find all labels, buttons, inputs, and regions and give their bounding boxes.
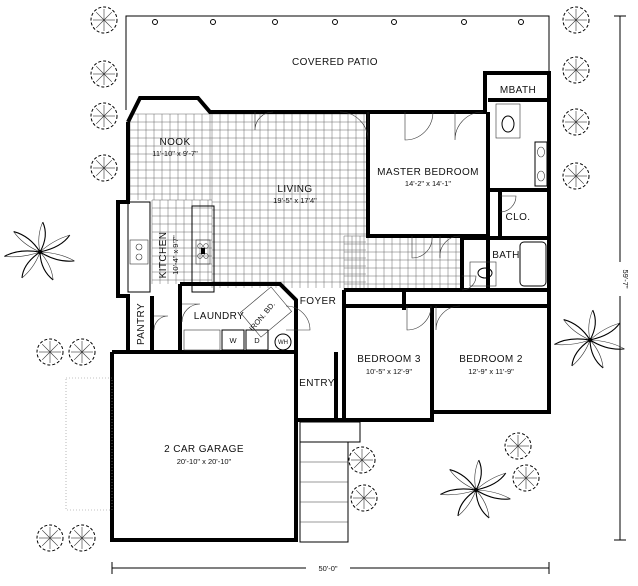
dim-total-depth: 59'-7"	[621, 269, 630, 288]
label-pantry: PANTRY	[136, 303, 147, 345]
kitchen-fixtures	[127, 201, 215, 293]
dim-bedroom-2: 12'-9" x 11'-9"	[468, 367, 514, 376]
label-water-heater: WH	[278, 340, 288, 346]
shrub-icon	[562, 108, 590, 136]
label-entry: ENTRY	[299, 378, 335, 389]
palm-tree-icon	[4, 221, 75, 281]
shrub-icon	[90, 6, 118, 34]
label-bath: BATH	[492, 250, 520, 261]
shrub-icon	[348, 446, 376, 474]
label-foyer: FOYER	[300, 296, 336, 307]
bath-fixtures	[469, 103, 548, 287]
label-laundry: LAUNDRY	[194, 311, 244, 322]
shrub-icon	[562, 56, 590, 84]
shrub-icon	[350, 484, 378, 512]
label-bedroom-2: BEDROOM 2	[459, 354, 523, 365]
shrub-icon	[504, 432, 532, 460]
dim-kitchen: 10'-4" x 9'7"	[171, 235, 180, 275]
shrub-icon	[562, 162, 590, 190]
label-dryer: D	[254, 336, 260, 345]
dim-garage: 20'-10" x 20'-10"	[177, 457, 232, 466]
driveway-apron	[65, 377, 113, 511]
dim-bedroom-3: 10'-5" x 12'-9"	[366, 367, 412, 376]
dim-master-bedroom: 14'-2" x 14'-1"	[405, 179, 451, 188]
label-kitchen: KITCHEN	[158, 232, 169, 279]
shrub-icon	[90, 154, 118, 182]
dim-living: 19'-5" x 17'4"	[273, 196, 317, 205]
tile-floor-grid	[129, 113, 462, 290]
shrub-icon	[90, 60, 118, 88]
label-covered-patio: COVERED PATIO	[292, 57, 378, 68]
shrub-icon	[68, 338, 96, 366]
label-ironing-board: IRON. BD.	[247, 300, 277, 333]
label-washer: W	[229, 336, 237, 345]
doors	[153, 111, 517, 331]
palm-tree-icon	[554, 309, 625, 369]
dim-nook: 11'-10" x 9'-7"	[152, 149, 198, 158]
laundry-fixtures	[183, 286, 293, 351]
entry-walkway	[299, 421, 361, 543]
label-closet: CLO.	[506, 212, 531, 223]
landscape-palms	[4, 221, 625, 519]
shrub-icon	[68, 524, 96, 552]
shrub-icon	[512, 464, 540, 492]
shrub-icon	[36, 524, 64, 552]
covered-patio	[125, 15, 550, 110]
dim-total-width: 50'-0"	[318, 564, 337, 573]
label-bedroom-3: BEDROOM 3	[357, 354, 421, 365]
shrub-icon	[36, 338, 64, 366]
palm-tree-icon	[440, 459, 511, 519]
label-master-bedroom: MASTER BEDROOM	[377, 167, 479, 178]
shrub-icon	[562, 6, 590, 34]
label-living: LIVING	[277, 184, 312, 195]
walls	[110, 71, 551, 542]
label-mbath: MBATH	[500, 85, 536, 96]
patio-posts	[152, 19, 524, 25]
label-garage: 2 CAR GARAGE	[164, 444, 244, 455]
shrub-icon	[90, 102, 118, 130]
label-nook: NOOK	[159, 137, 190, 148]
landscape-shrubs	[36, 6, 590, 552]
